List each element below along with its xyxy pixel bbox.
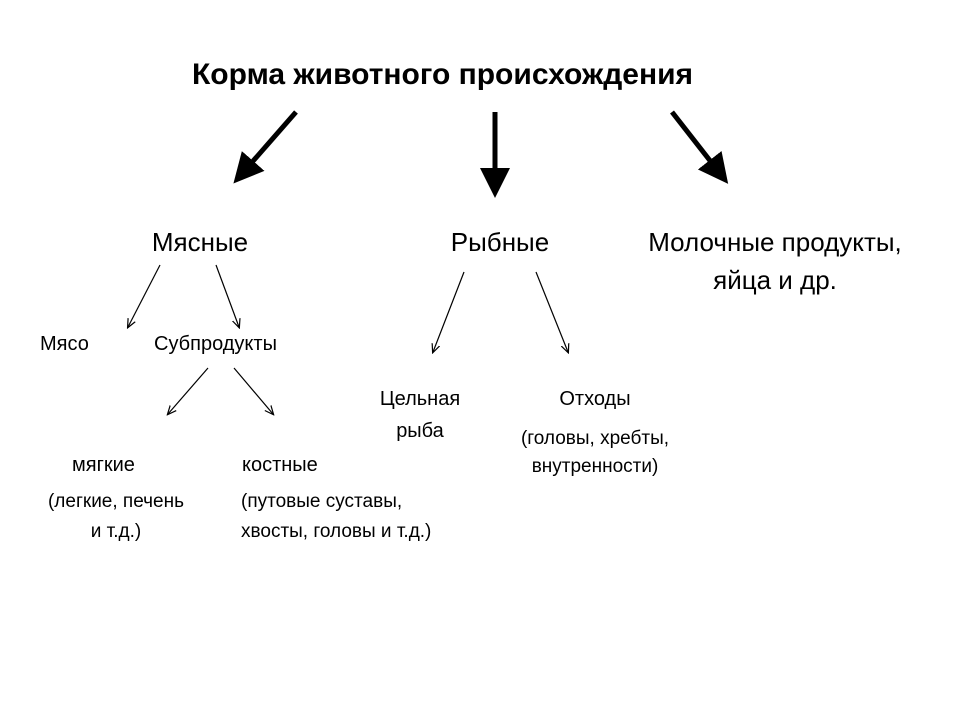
node-soft-desc-line1: (легкие, печень (47, 491, 185, 512)
category-dairy-line1: Молочные продукты, (648, 227, 902, 257)
node-waste-desc-line2: внутренности) (531, 456, 659, 477)
arrow-title-to-dairy (670, 110, 729, 184)
arrow-fish-to-waste (535, 271, 568, 352)
arrow-offal-to-soft (168, 367, 209, 414)
node-offal: Субпродукты (154, 333, 277, 355)
node-whole-fish-line2: рыба (396, 420, 444, 442)
node-bone-desc-line1: (путовые суставы, (241, 491, 403, 512)
category-fish: Рыбные (450, 227, 550, 257)
node-waste-desc-line1: (головы, хребты, (520, 428, 670, 449)
category-meat: Мясные (151, 227, 249, 257)
arrow-meat-to-meat-item (128, 264, 161, 327)
arrow-offal-to-bone (233, 367, 273, 414)
diagram-title: Корма животного происхождения (192, 58, 694, 91)
arrow-meat-to-offal (215, 264, 239, 327)
arrow-fish-to-whole (433, 271, 465, 352)
category-dairy-line2: яйца и др. (713, 265, 837, 295)
node-whole-fish-line1: Цельная (379, 388, 461, 410)
node-bone-desc-line2: хвосты, головы и т.д.) (241, 521, 432, 542)
node-bone: костные (242, 454, 318, 476)
node-soft: мягкие (72, 454, 135, 476)
node-soft-desc-line2: и т.д.) (90, 521, 142, 542)
node-waste: Отходы (559, 388, 631, 410)
arrow-title-to-meat (233, 110, 298, 184)
node-meat: Мясо (40, 333, 89, 355)
